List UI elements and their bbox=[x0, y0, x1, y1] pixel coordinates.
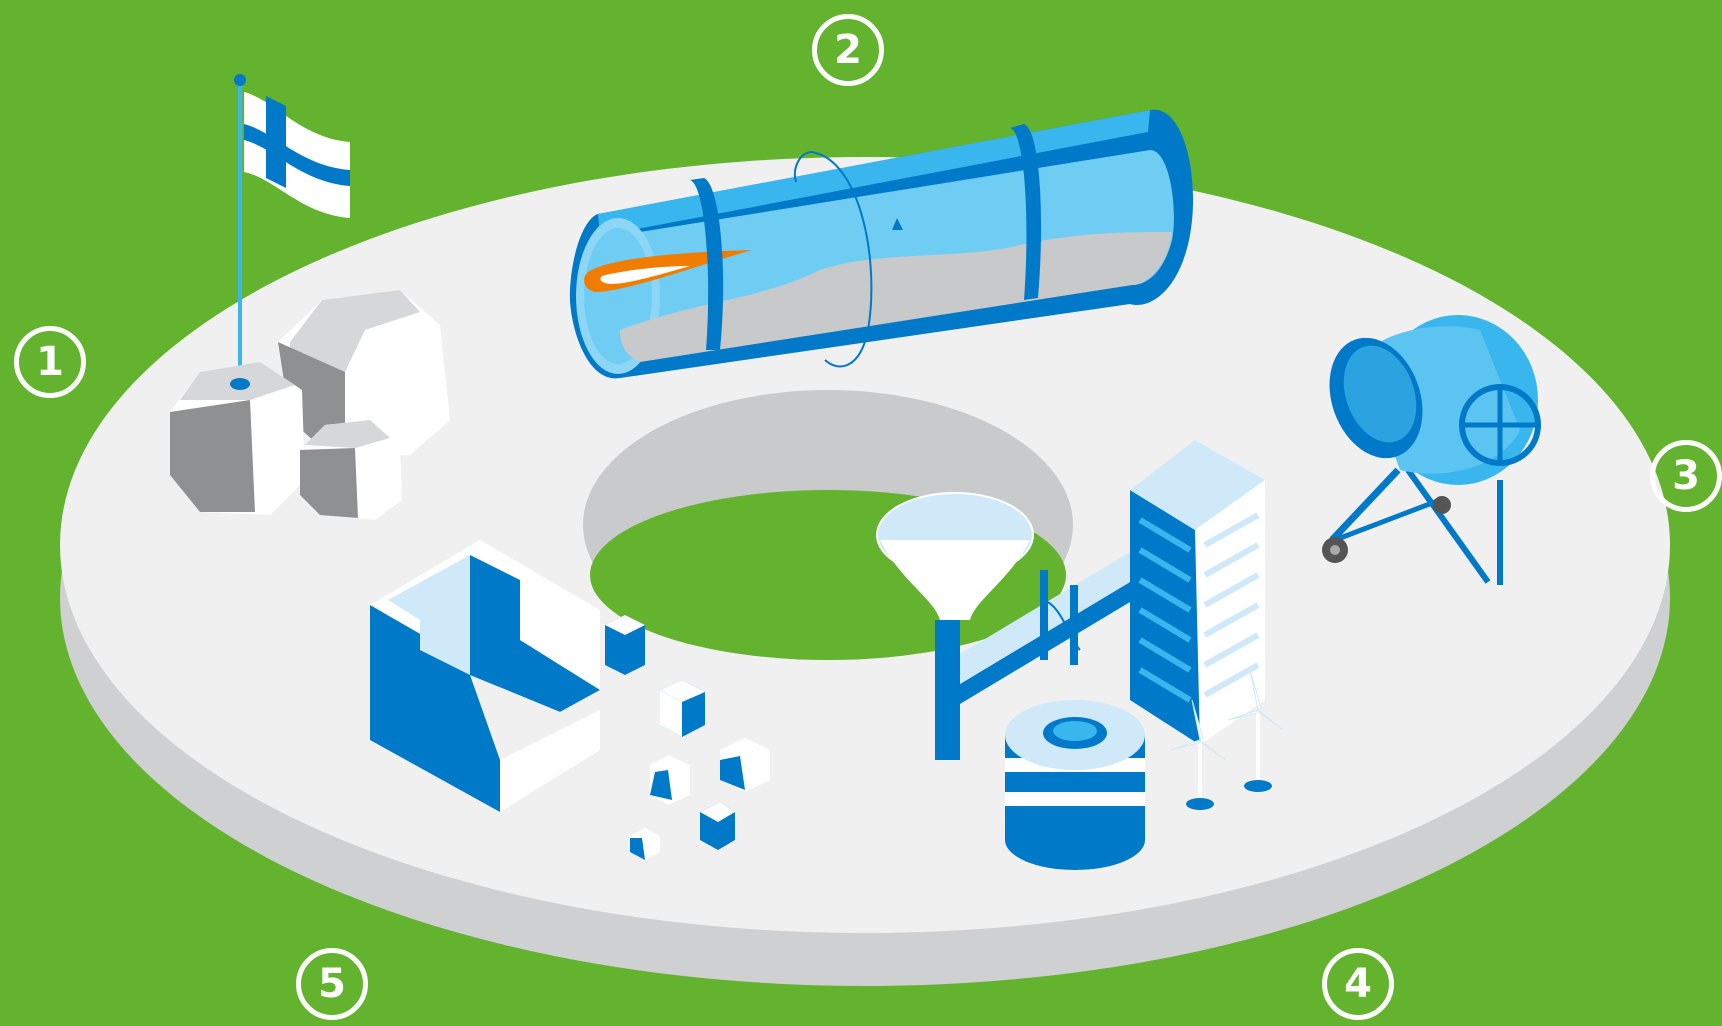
rock-front bbox=[170, 362, 305, 515]
bridge-pylon bbox=[1040, 570, 1048, 660]
debris bbox=[605, 615, 770, 860]
city-illustration bbox=[876, 440, 1284, 870]
step-marker-3: 3 bbox=[1650, 440, 1722, 512]
step-marker-1: 1 bbox=[14, 326, 86, 398]
mixer-illustration bbox=[1322, 315, 1541, 585]
rotation-arrow-icon bbox=[811, 151, 873, 368]
flag-pole-top bbox=[234, 74, 246, 86]
flag-base bbox=[230, 378, 250, 390]
recycling-illustration bbox=[370, 540, 770, 860]
step-marker-5: 5 bbox=[296, 948, 368, 1020]
step-marker-label: 3 bbox=[1672, 453, 1700, 499]
round-building-icon bbox=[1005, 700, 1145, 870]
office-tower-icon bbox=[1130, 440, 1265, 745]
kiln-illustration bbox=[569, 109, 1194, 379]
quarry-illustration bbox=[170, 74, 450, 520]
step-marker-label: 4 bbox=[1344, 961, 1372, 1007]
step-marker-label: 1 bbox=[36, 339, 64, 385]
step-marker-4: 4 bbox=[1322, 948, 1394, 1020]
finnish-flag-icon bbox=[244, 92, 350, 218]
mixer-handwheel bbox=[1459, 384, 1541, 466]
step-marker-label: 5 bbox=[318, 961, 346, 1007]
rock-large bbox=[278, 290, 450, 455]
water-tower-icon bbox=[876, 492, 1034, 760]
step-marker-2: 2 bbox=[812, 14, 884, 86]
step-marker-label: 2 bbox=[834, 27, 862, 73]
rock-small bbox=[300, 420, 402, 520]
wind-turbine-icon bbox=[1169, 669, 1284, 810]
bridge bbox=[950, 570, 1150, 710]
platform bbox=[60, 157, 1670, 986]
